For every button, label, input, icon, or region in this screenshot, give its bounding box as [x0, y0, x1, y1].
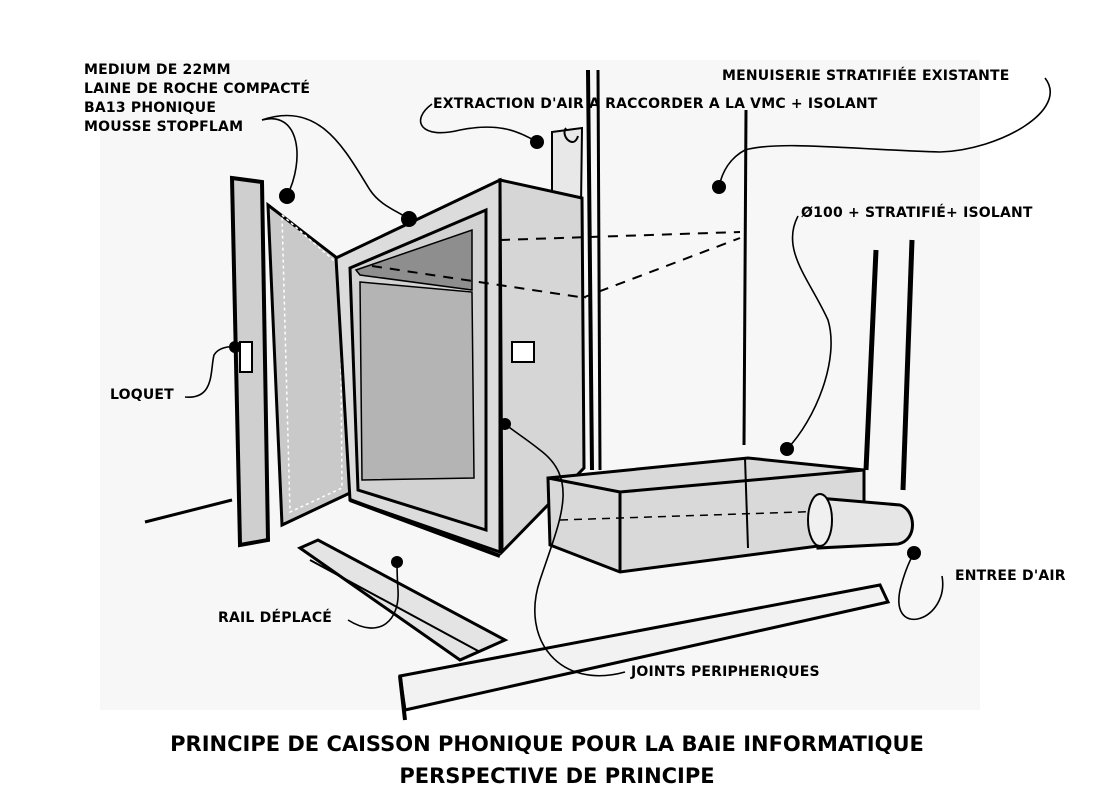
pipe-grille [807, 493, 833, 547]
wall-line-left [586, 69, 594, 471]
wall-line-left-2 [596, 69, 602, 471]
projection-line-1 [499, 231, 741, 241]
inlet-pipe [816, 496, 914, 550]
post-left [863, 249, 879, 471]
leader-line-extraction [419, 103, 538, 143]
leader-line-entree [898, 552, 944, 621]
leader-line-duct [786, 215, 832, 450]
leader-line-joints [504, 423, 626, 677]
page-title: PRINCIPE DE CAISSON PHONIQUE POUR LA BAI… [170, 732, 924, 756]
latch-icon [239, 341, 253, 373]
post-right [900, 239, 915, 491]
leader-line-materials [261, 117, 298, 197]
materials-label: MEDIUM DE 22MM LAINE DE ROCHE COMPACTÉ B… [84, 61, 310, 137]
projection-line-3 [371, 265, 587, 299]
wall-line-right [742, 109, 748, 446]
leader-line-materials-2 [261, 114, 410, 220]
menuiserie-label: MENUISERIE STRATIFIÉE EXISTANTE [722, 68, 1010, 84]
cabinet-inner-top [354, 228, 473, 291]
side-latch-icon [511, 341, 535, 363]
material-line-1: MEDIUM DE 22MM [84, 62, 231, 78]
material-line-2: LAINE DE ROCHE COMPACTÉ [84, 81, 311, 97]
material-line-3: BA13 PHONIQUE [84, 100, 217, 116]
loquet-label: LOQUET [110, 387, 174, 403]
rail [296, 538, 509, 662]
duct-label: Ø100 + STRATIFIÉ+ ISOLANT [801, 205, 1033, 221]
leader-line-rail [347, 561, 399, 629]
cabinet-bottom [349, 498, 501, 558]
cabinet-inner-back [359, 281, 475, 481]
rail-groove [309, 559, 481, 653]
plinth-edge [398, 675, 407, 721]
air-box-divider [744, 457, 749, 549]
page-subtitle: PERSPECTIVE DE PRINCIPE [399, 764, 715, 788]
material-line-4: MOUSSE STOPFLAM [84, 119, 244, 135]
leader-line-menuiserie [718, 77, 1051, 188]
joints-label: JOINTS PERIPHERIQUES [631, 664, 820, 680]
entree-air-label: ENTREE D'AIR [955, 568, 1066, 584]
rail-label: RAIL DÉPLACÉ [218, 610, 333, 626]
duct-outlet [563, 127, 579, 143]
floor-line [144, 498, 233, 524]
leader-line-loquet [184, 345, 236, 398]
extraction-label: EXTRACTION D'AIR A RACCORDER A LA VMC + … [433, 96, 878, 112]
